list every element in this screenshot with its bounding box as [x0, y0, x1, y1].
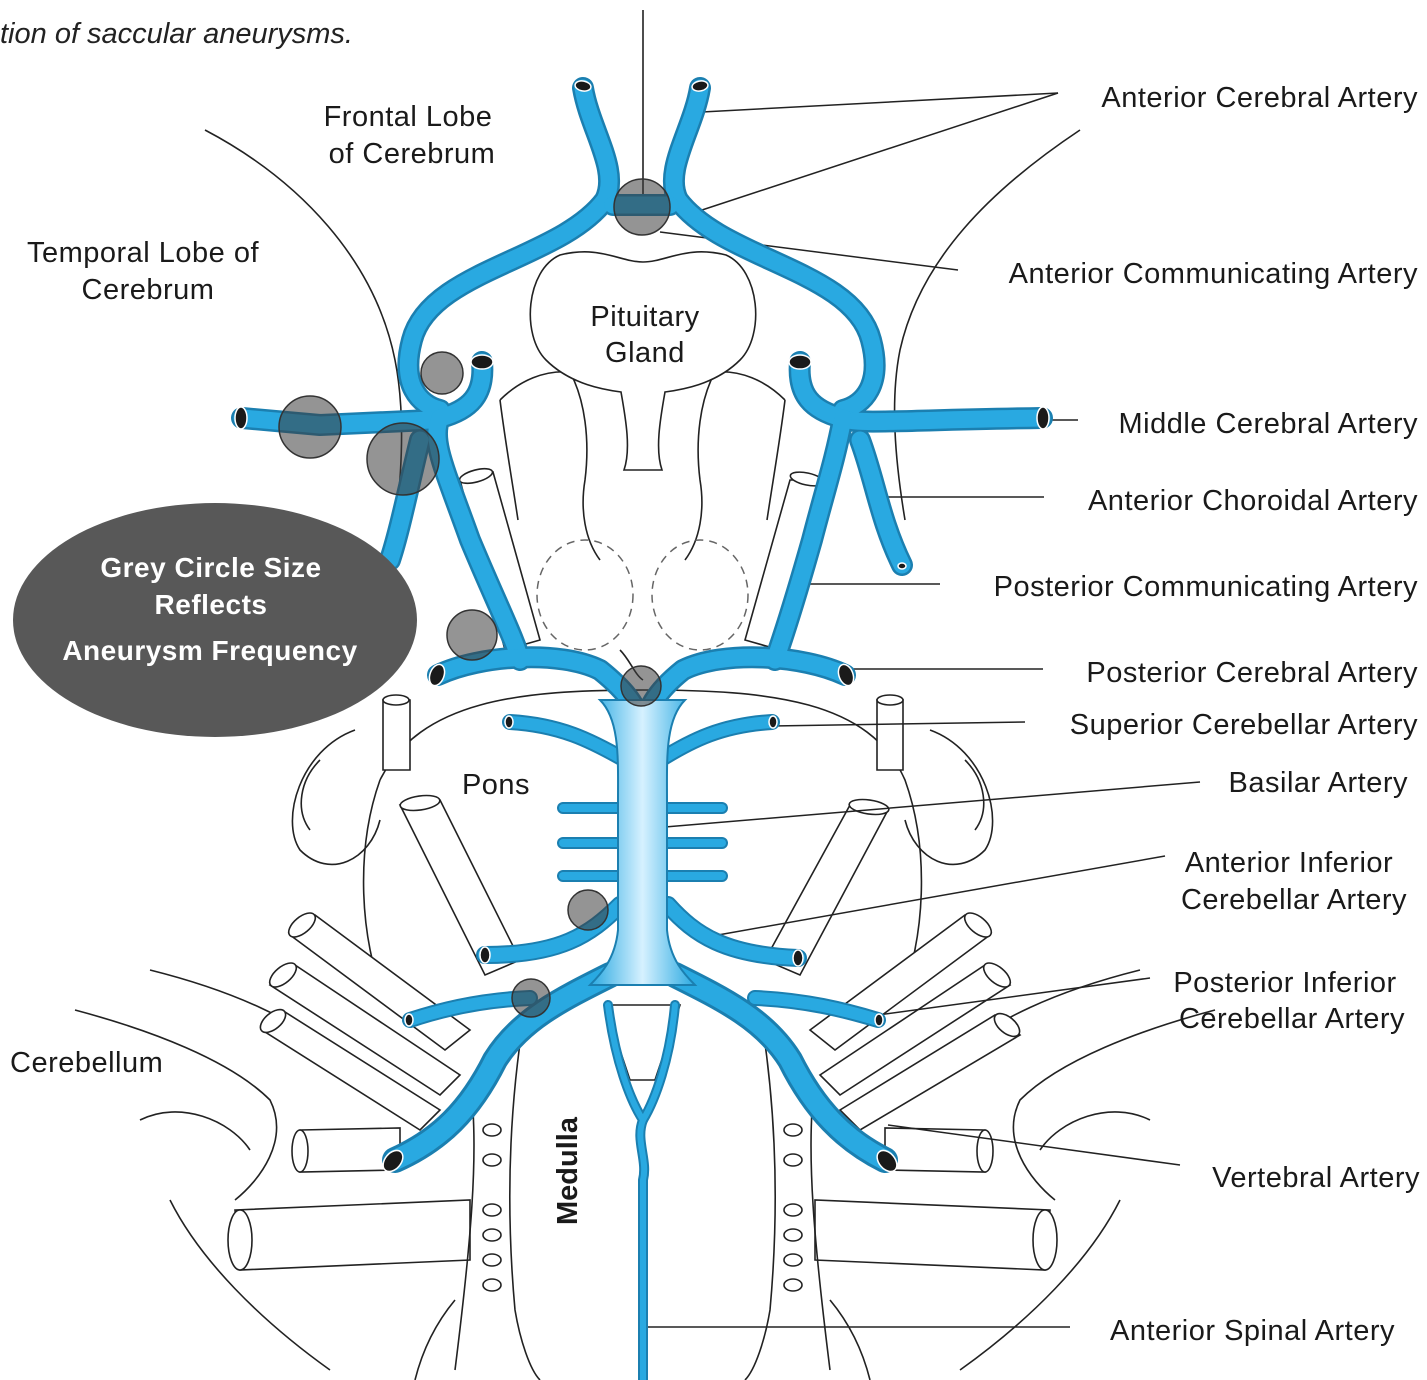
caption: tion of saccular aneurysms. — [0, 18, 353, 50]
aneurysm-mca-bifurcation — [279, 396, 341, 458]
temporal-lobe-label-2: Cerebrum — [82, 274, 215, 306]
aneurysm-posterior-communicating — [447, 610, 497, 660]
legend-line-1: Grey Circle Size — [100, 552, 321, 583]
label-anterior-spinal: Anterior Spinal Artery — [1110, 1315, 1395, 1347]
label-middle-cerebral: Middle Cerebral Artery — [1119, 408, 1419, 440]
label-superior-cerebellar: Superior Cerebellar Artery — [1070, 709, 1418, 741]
medulla-label: Medulla — [552, 1116, 584, 1225]
legend-line-2: Reflects — [155, 589, 268, 620]
pons-label: Pons — [462, 769, 530, 801]
label-anterior-choroidal: Anterior Choroidal Artery — [1088, 485, 1418, 517]
label-anterior-communicating: Anterior Communicating Artery — [1009, 258, 1418, 290]
artery-labels: Anterior Cerebral Artery Anterior Commun… — [994, 82, 1420, 1347]
label-aica-1: Anterior Inferior — [1185, 847, 1393, 879]
aneurysm-pica — [512, 979, 550, 1017]
pituitary-label-2: Gland — [605, 337, 685, 369]
label-pica-1: Posterior Inferior — [1173, 967, 1396, 999]
label-vertebral: Vertebral Artery — [1212, 1162, 1420, 1194]
frontal-lobe-label-1: Frontal Lobe — [324, 101, 493, 133]
frontal-lobe-label-2: of Cerebrum — [329, 138, 496, 170]
legend-line-3: Aneurysm Frequency — [62, 635, 357, 666]
label-basilar: Basilar Artery — [1229, 767, 1408, 799]
aneurysm-ica-terminal — [367, 423, 439, 495]
pituitary-label-1: Pituitary — [590, 301, 699, 333]
label-anterior-cerebral: Anterior Cerebral Artery — [1101, 82, 1418, 114]
aneurysm-anterior-communicating — [614, 179, 670, 235]
label-posterior-communicating: Posterior Communicating Artery — [994, 571, 1418, 603]
legend-bubble — [13, 503, 417, 737]
aneurysm-basilar-tip — [621, 666, 661, 706]
label-aica-2: Cerebellar Artery — [1181, 884, 1407, 916]
aneurysm-ica-ophthalmic — [421, 352, 463, 394]
aneurysm-aica — [568, 890, 608, 930]
legend: Grey Circle Size Reflects Aneurysm Frequ… — [13, 503, 417, 737]
temporal-lobe-label-1: Temporal Lobe of — [27, 237, 260, 269]
label-pica-2: Cerebellar Artery — [1179, 1003, 1405, 1035]
label-posterior-cerebral: Posterior Cerebral Artery — [1086, 657, 1418, 689]
cerebellum-label: Cerebellum — [10, 1047, 163, 1079]
